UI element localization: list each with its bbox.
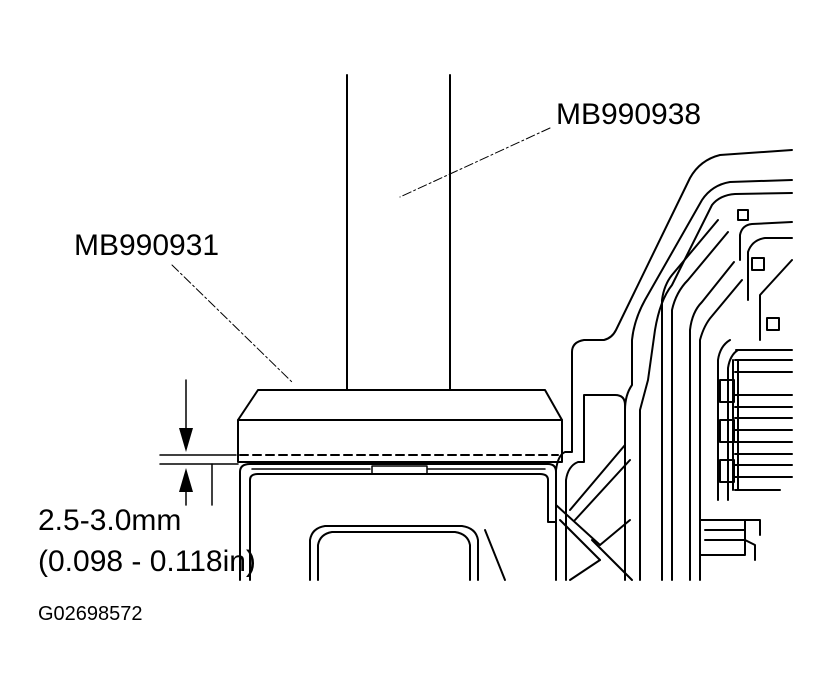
leader-lines xyxy=(171,127,551,383)
transaxle-housing xyxy=(555,149,793,581)
case-walls xyxy=(624,179,793,581)
clutch-plates xyxy=(699,359,793,561)
inner-hub xyxy=(309,525,506,581)
tool-shaft-mb990938 xyxy=(346,74,451,391)
callout-mb990938: MB990938 xyxy=(556,98,702,131)
dimension-metric: 2.5-3.0mm xyxy=(38,504,182,537)
tool-head-mb990931 xyxy=(237,389,563,463)
arrow-down-icon xyxy=(179,428,193,452)
leader-mb990931 xyxy=(171,264,293,383)
callout-mb990931: MB990931 xyxy=(74,229,220,262)
figure-id: G02698572 xyxy=(38,603,143,625)
bearing-retainer xyxy=(239,463,557,581)
leader-mb990938 xyxy=(399,127,551,198)
dimension-marker xyxy=(159,379,239,506)
dimension-arrows xyxy=(179,428,193,492)
dimension-imperial: (0.098 - 0.118in) xyxy=(38,545,256,578)
arrow-up-icon xyxy=(179,468,193,492)
